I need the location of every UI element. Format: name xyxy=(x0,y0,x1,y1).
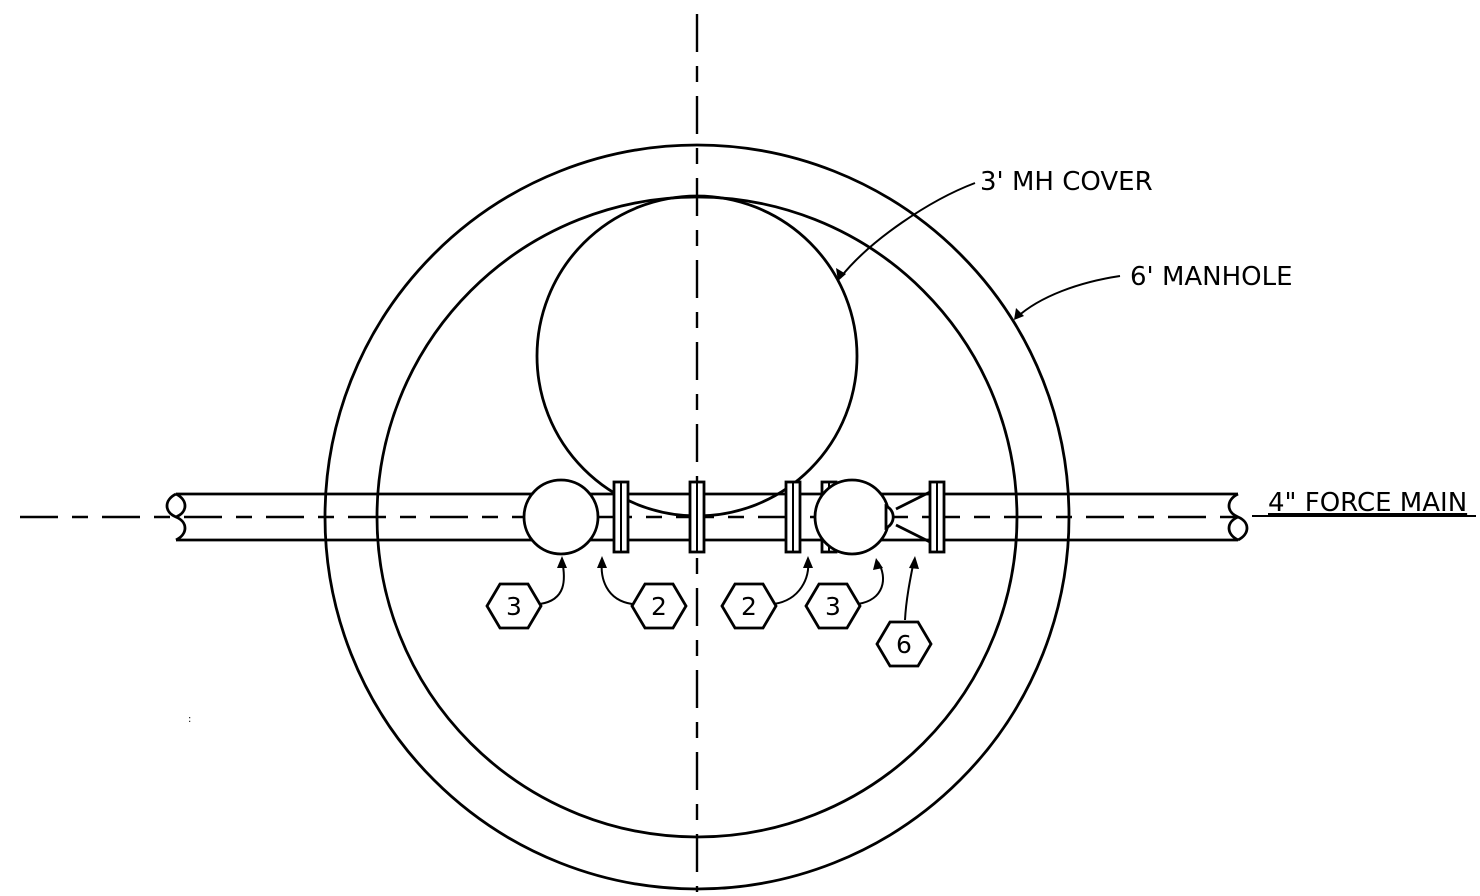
svg-text:3: 3 xyxy=(506,592,522,621)
arrowhead xyxy=(557,556,567,568)
leader-manhole xyxy=(1015,275,1121,319)
label-mh-cover: 3' MH COVER xyxy=(980,167,1153,197)
arrowhead xyxy=(1014,308,1024,320)
label-manhole: 6' MANHOLE xyxy=(1130,262,1293,292)
manhole-outer-wall xyxy=(323,143,1071,891)
plug-valve xyxy=(522,478,600,556)
svg-text:6: 6 xyxy=(896,630,912,659)
tag-hexagon: 2 xyxy=(630,582,688,630)
tag-hexagon: 6 xyxy=(875,620,933,668)
svg-text:2: 2 xyxy=(741,592,757,621)
arrowhead xyxy=(803,556,813,568)
tag-hexagon: 3 xyxy=(485,582,543,630)
tag-hexagon: 2 xyxy=(720,582,778,630)
arrowhead xyxy=(836,268,846,281)
leader-tag xyxy=(773,559,810,605)
arrowhead xyxy=(597,556,607,568)
leader-mh-cover xyxy=(839,182,976,279)
plug-valve xyxy=(813,478,891,556)
tag-hexagon: 3 xyxy=(804,582,862,630)
label-force-main: 4" FORCE MAIN xyxy=(1268,488,1467,518)
reducer-fitting xyxy=(884,490,931,544)
speck-mark: : xyxy=(188,714,191,725)
arrowhead xyxy=(873,558,883,570)
svg-text:2: 2 xyxy=(651,592,667,621)
leader-tag xyxy=(904,559,915,621)
arrowhead xyxy=(909,556,919,569)
force-main-pipe xyxy=(165,492,1249,542)
svg-text:3: 3 xyxy=(825,592,841,621)
